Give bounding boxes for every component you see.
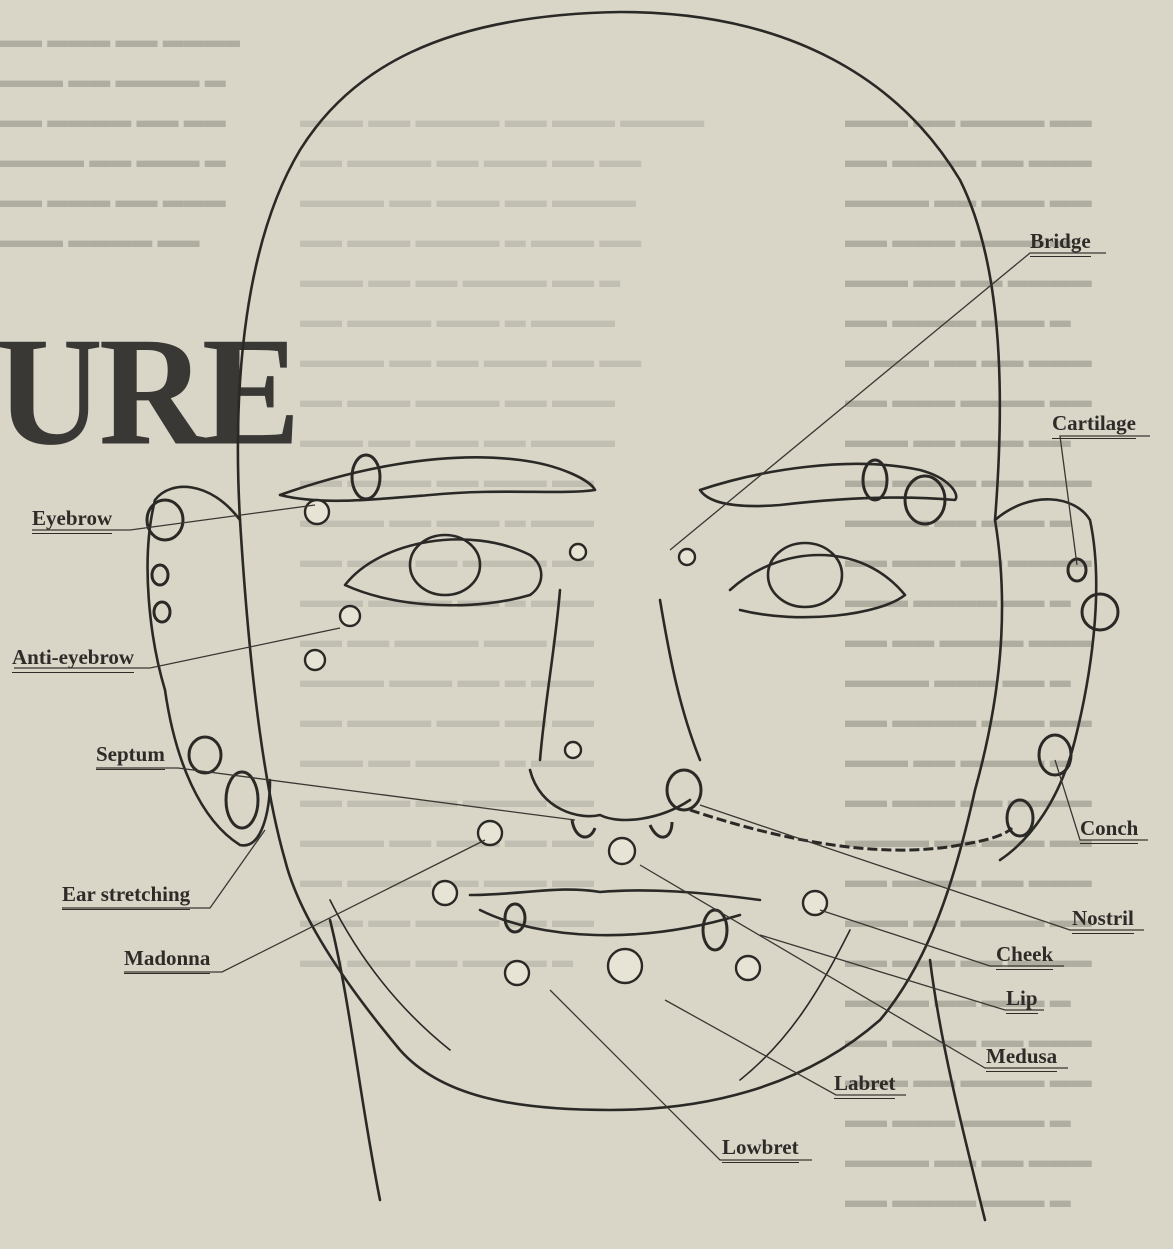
- label-cartilage: Cartilage: [1052, 411, 1136, 439]
- ear-ring-top: [147, 500, 183, 540]
- label-cheek: Cheek: [996, 942, 1053, 970]
- label-madonna: Madonna: [124, 946, 210, 974]
- bridge-stud-left: [570, 544, 586, 560]
- right-eyebrow: [700, 464, 956, 506]
- cartilage-hoop: [1082, 594, 1118, 630]
- cheek-stud-left: [433, 881, 457, 905]
- eyebrow-ring-left: [352, 455, 380, 499]
- nose-bridge: [540, 590, 700, 760]
- label-nostril: Nostril: [1072, 906, 1134, 934]
- nose-stud: [565, 742, 581, 758]
- left-eyebrow: [280, 457, 595, 500]
- labret-stud: [608, 949, 642, 983]
- lowbret-stud-right: [736, 956, 760, 980]
- ear-stretching-tunnel: [226, 772, 258, 828]
- label-eyebrow: Eyebrow: [32, 506, 112, 534]
- upper-lip: [470, 890, 760, 900]
- label-labret: Labret: [834, 1071, 895, 1099]
- nose-to-ear-chain: [690, 810, 1012, 850]
- ear-ring-mid: [152, 565, 168, 585]
- label-septum: Septum: [96, 742, 165, 770]
- label-lip: Lip: [1006, 986, 1038, 1014]
- neck-left: [330, 920, 380, 1200]
- septum-ring-nose: [572, 820, 672, 837]
- lowbret-stud-left: [505, 961, 529, 985]
- jaw-line-right: [740, 930, 850, 1080]
- jaw-line-left: [330, 900, 450, 1050]
- leader-cartilage: [1060, 436, 1150, 565]
- head-outline: [238, 12, 1002, 1110]
- bridge-stud-right: [679, 549, 695, 565]
- neck-right: [930, 960, 985, 1220]
- right-eye: [730, 555, 905, 617]
- lip-ring-right: [703, 910, 727, 950]
- anti-eyebrow-stud-2: [305, 650, 325, 670]
- right-iris: [768, 543, 842, 607]
- anti-eyebrow-stud-1: [340, 606, 360, 626]
- label-ear-stretching: Ear stretching: [62, 882, 190, 910]
- leader-septum: [96, 768, 575, 820]
- conch-ring: [1039, 735, 1071, 775]
- label-anti-eyebrow: Anti-eyebrow: [12, 645, 134, 673]
- lip-ring-left: [505, 904, 525, 932]
- label-lowbret: Lowbret: [722, 1135, 799, 1163]
- label-bridge: Bridge: [1030, 229, 1091, 257]
- left-iris: [410, 535, 480, 595]
- label-medusa: Medusa: [986, 1044, 1057, 1072]
- medusa-stud: [609, 838, 635, 864]
- eyebrow-ring-right-1: [863, 460, 887, 500]
- ear-ring-low: [154, 602, 170, 622]
- label-conch: Conch: [1080, 816, 1138, 844]
- septum-ring: [189, 737, 221, 773]
- eyebrow-stud: [305, 500, 329, 524]
